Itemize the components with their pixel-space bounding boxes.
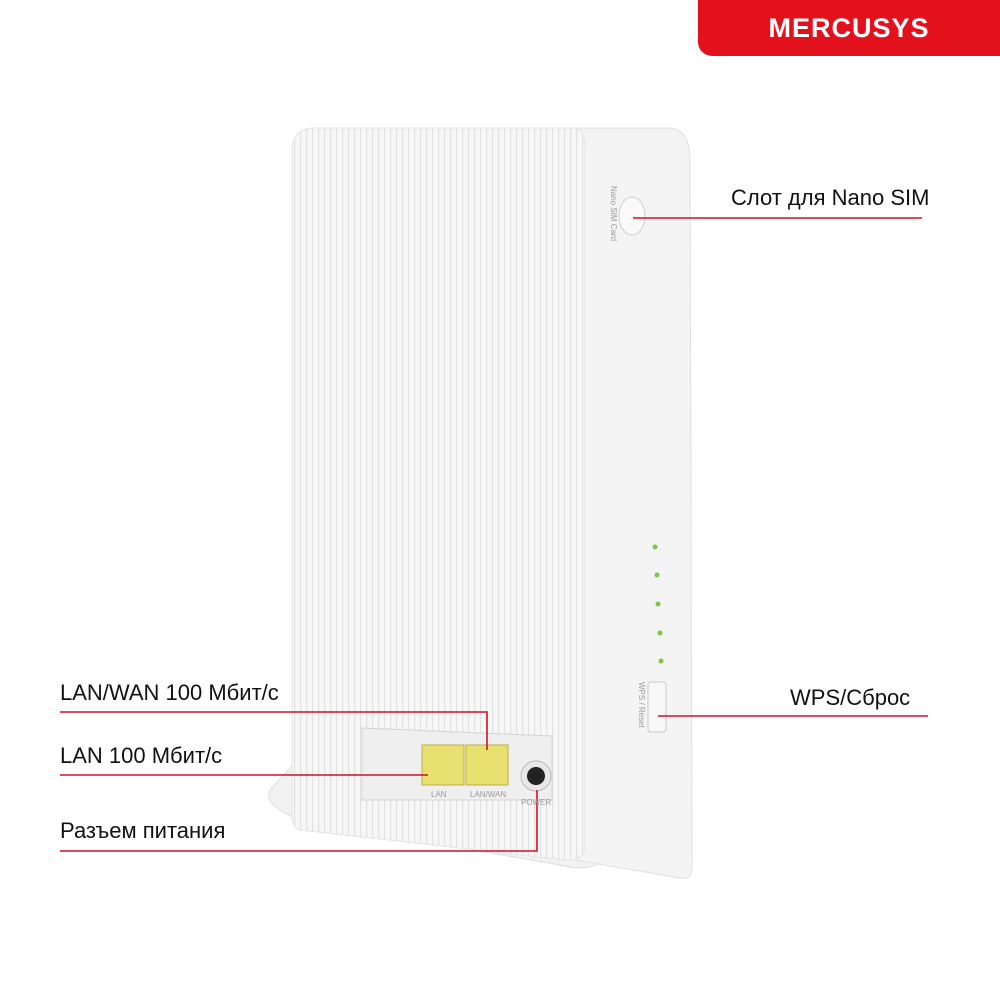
led-signal: [652, 544, 658, 550]
led-signal-3: [655, 601, 661, 607]
router-front-panel: [291, 127, 586, 861]
callout-line-lan-wan: [60, 711, 488, 750]
led-lan: [657, 630, 663, 636]
callout-wps-reset: WPS/Сброс: [790, 685, 911, 710]
power-jack-hole: [527, 767, 545, 785]
led-signal-2: [654, 572, 660, 578]
status-leds: [652, 544, 664, 664]
led-power: [658, 658, 664, 664]
logo-text: MERCUSYS: [768, 12, 930, 43]
lan-port: [421, 744, 465, 786]
sim-slot: [618, 196, 646, 236]
callout-power: Разъем питания: [60, 818, 226, 843]
wps-reset-button: [647, 681, 667, 733]
device-label-lan-wan: LAN/WAN: [470, 790, 507, 799]
callout-lan-wan: LAN/WAN 100 Мбит/с: [60, 680, 279, 705]
router-side-panel: [574, 127, 693, 879]
device-label-lan: LAN: [431, 790, 447, 799]
device-label-wps: WPS / Reset: [637, 682, 646, 728]
callout-line-power: [60, 790, 538, 852]
device-label-sim: Nano SIM Card: [609, 186, 618, 242]
device-label-power: POWER: [521, 798, 552, 807]
brand-logo: MERCUSYS: [698, 0, 1000, 56]
callout-lan: LAN 100 Мбит/с: [60, 743, 223, 768]
lan-wan-port: [465, 744, 509, 786]
callout-sim-slot: Слот для Nano SIM: [731, 185, 930, 210]
